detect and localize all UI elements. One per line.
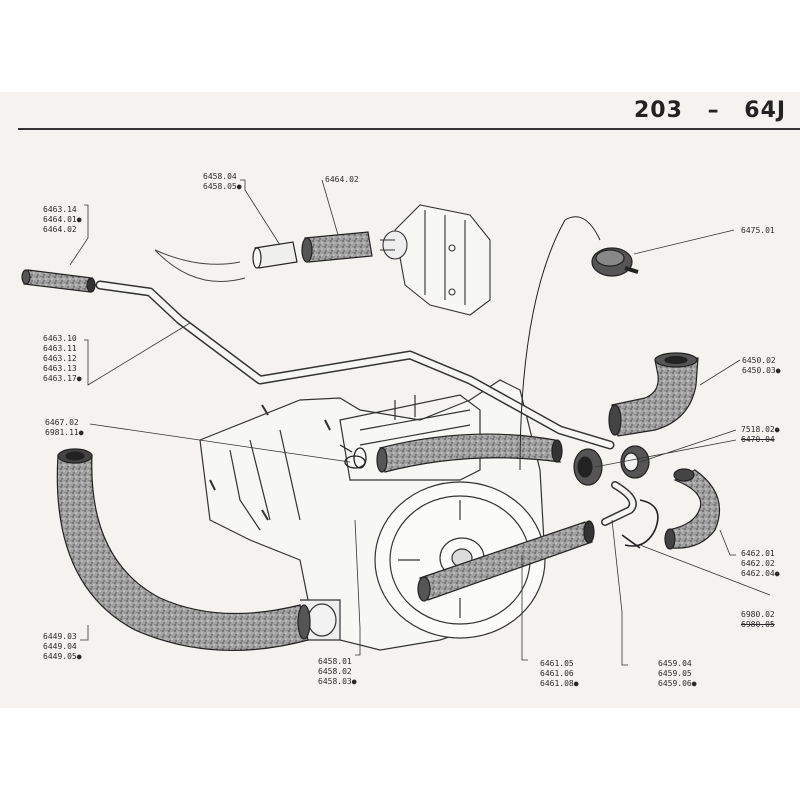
callout-6450-line: 6450.03●	[742, 366, 781, 375]
callout-6458: 6458.04 6458.05●	[203, 172, 242, 192]
callout-6463a-line: 6464.02	[43, 225, 77, 234]
hose-clips	[339, 444, 367, 469]
callout-6458b-line: 6458.03●	[318, 677, 357, 686]
callout-6450-line: 6450.02	[742, 356, 776, 365]
hose-6450-elbow	[611, 357, 699, 437]
callout-6463b-line: 6463.10	[43, 334, 77, 343]
callout-6449-line: 6449.05●	[43, 652, 82, 661]
hose-6462-bend	[667, 469, 721, 549]
header-page-code: 64J	[744, 98, 787, 123]
callout-6463a-line: 6463.14	[43, 205, 77, 214]
leader-lines	[69, 179, 771, 666]
callout-6980: 6980.02 6980.05	[741, 610, 775, 630]
callout-6458-line: 6458.04	[203, 172, 237, 181]
callout-6449-line: 6449.03	[43, 632, 77, 641]
page-header: 203 – 64J	[634, 98, 786, 123]
callout-6459-line: 6459.05	[658, 669, 692, 678]
callout-7518: 7518.02● 6470.04	[741, 425, 780, 445]
callout-6463a-line: 6464.01●	[43, 215, 82, 224]
callout-6449-line: 6449.04	[43, 642, 77, 651]
callout-6462-line: 6462.01	[741, 549, 775, 558]
callout-6980-line: 6980.05	[741, 620, 775, 629]
callout-6458-line: 6458.05●	[203, 182, 242, 191]
callout-6463b: 6463.10 6463.11 6463.12 6463.13 6463.17●	[43, 334, 82, 384]
callout-6459: 6459.04 6459.05 6459.06●	[658, 659, 697, 689]
small-pipe	[601, 481, 637, 526]
callout-6475: 6475.01	[741, 226, 775, 236]
callout-6463b-line: 6463.17●	[43, 374, 82, 383]
callout-6464: 6464.02	[325, 175, 359, 185]
callout-6467-line: 6981.11●	[45, 428, 84, 437]
callout-6475-line: 6475.01	[741, 226, 775, 235]
engine-housing	[199, 379, 546, 651]
callout-6459-line: 6459.04	[658, 659, 692, 668]
outline-hose-left	[154, 249, 241, 265]
callout-6464-line: 6464.02	[325, 175, 359, 184]
rubber-hoses	[21, 231, 721, 652]
callout-6459-line: 6459.06●	[658, 679, 697, 688]
hose-6463-14	[23, 269, 93, 293]
hose-6464-02	[304, 231, 373, 263]
callout-7518-line: 6470.04	[741, 435, 775, 444]
header-dash: –	[707, 98, 720, 123]
callout-7518-line: 7518.02●	[741, 425, 780, 434]
callout-6462-line: 6462.02	[741, 559, 775, 568]
header-model-number: 203	[634, 98, 683, 123]
callout-6458b-line: 6458.02	[318, 667, 352, 676]
callout-6467: 6467.02 6981.11●	[45, 418, 84, 438]
callout-6980-line: 6980.02	[741, 610, 775, 619]
callout-6463a: 6463.14 6464.01● 6464.02	[43, 205, 82, 235]
metal-tube	[95, 280, 615, 450]
callout-6461-line: 6461.05	[540, 659, 574, 668]
callout-6463b-line: 6463.12	[43, 354, 77, 363]
callout-6461-line: 6461.06	[540, 669, 574, 678]
callout-6463b-line: 6463.13	[43, 364, 77, 373]
spring-clip	[621, 499, 659, 549]
callout-6458b-line: 6458.01	[318, 657, 352, 666]
callout-6461-line: 6461.08●	[540, 679, 579, 688]
hose-6449-bend	[56, 454, 309, 652]
temperature-switch	[519, 216, 639, 471]
callout-6449: 6449.03 6449.04 6449.05●	[43, 632, 82, 662]
gearbox-outline	[380, 204, 491, 316]
callout-6458b: 6458.01 6458.02 6458.03●	[318, 657, 357, 687]
header-rule	[18, 128, 800, 130]
callout-6463b-line: 6463.11	[43, 344, 77, 353]
hose-6467	[379, 433, 561, 473]
outline-hose-left-lower	[154, 249, 246, 282]
callout-6467-line: 6467.02	[45, 418, 79, 427]
callout-6450: 6450.02 6450.03●	[742, 356, 781, 376]
callout-6462-line: 6462.04●	[741, 569, 780, 578]
callout-6462: 6462.01 6462.02 6462.04●	[741, 549, 780, 579]
callout-6461: 6461.05 6461.06 6461.08●	[540, 659, 579, 689]
grommets	[573, 445, 650, 486]
